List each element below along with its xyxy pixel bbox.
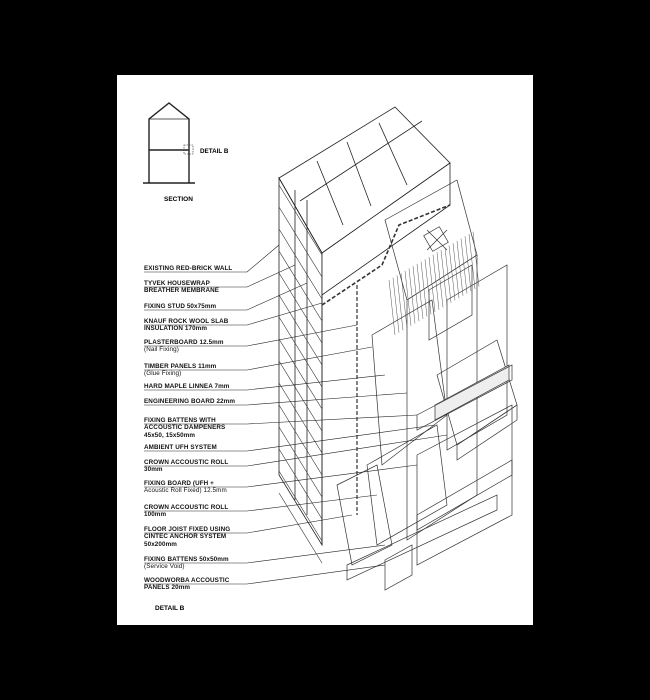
brick-course <box>278 294 323 366</box>
leader-lines <box>144 244 448 585</box>
wall-layers <box>321 179 518 591</box>
callout-label: PLASTERBOARD 12.5mm(Nail Fixing) <box>144 339 224 354</box>
leader-line <box>144 514 353 534</box>
callout-text: FIXING BATTENS WITH ACCOUSTIC DAMPENERS … <box>144 417 226 439</box>
brick-course <box>278 382 323 454</box>
leader-line <box>144 244 280 273</box>
hatch-line <box>388 279 396 336</box>
callout-label: FIXING BOARD (UFH +Acoustic Roll Fixed) … <box>144 480 227 495</box>
leader-line <box>144 494 378 512</box>
brick-course <box>278 404 323 476</box>
insulation-hatch <box>388 231 480 336</box>
brick-course <box>278 338 323 410</box>
callout-text: CROWN ACCOUSTIC ROLL 100mm <box>144 504 229 519</box>
detail-b-marker: DETAIL B <box>200 148 229 155</box>
leader-line <box>144 324 358 347</box>
callout-text: ENGINEERING BOARD 22mm <box>144 398 236 405</box>
leader-line <box>144 544 386 564</box>
callout-text: FLOOR JOIST FIXED USING CINTEC ANCHOR SY… <box>144 526 231 548</box>
leader-line <box>144 414 418 425</box>
brick-courses <box>278 184 323 564</box>
callout-label: KNAUF ROCK WOOL SLAB INSULATION 170mm <box>144 318 228 333</box>
hatch-line <box>452 243 460 299</box>
callout-label: FIXING BATTENS 50x50mm(Service Void) <box>144 556 229 571</box>
hatch-line <box>404 270 412 326</box>
callout-subtext: Acoustic Roll Fixed) 12.5mm <box>144 487 227 495</box>
callout-label: EXISTING RED-BRICK WALL <box>144 265 232 272</box>
hatch-line <box>440 250 448 306</box>
brick-course <box>278 492 323 564</box>
section-icon <box>143 102 195 184</box>
callout-text: KNAUF ROCK WOOL SLAB INSULATION 170mm <box>144 318 229 333</box>
brick-course <box>278 206 323 278</box>
hatch-line <box>392 277 400 333</box>
callout-text: TYVEK HOUSEWRAP BREATHER MEMBRANE <box>144 280 220 295</box>
leader-line <box>144 392 408 406</box>
hatch-line <box>428 256 436 313</box>
callout-text: HARD MAPLE LINNEA 7mm <box>144 383 230 390</box>
callout-label: FLOOR JOIST FIXED USING CINTEC ANCHOR SY… <box>144 526 230 548</box>
hatch-line <box>456 240 464 296</box>
leader-line <box>144 434 448 467</box>
hatch-line <box>424 259 432 315</box>
hatch-line <box>416 263 424 319</box>
callout-text: PLASTERBOARD 12.5mm <box>144 339 224 346</box>
brick-course <box>278 360 323 432</box>
hatch-line <box>444 247 452 303</box>
callout-label: TYVEK HOUSEWRAP BREATHER MEMBRANE <box>144 280 219 295</box>
callout-subtext: (Service Void) <box>144 563 185 571</box>
hatch-line <box>464 236 472 292</box>
hatch-line <box>432 254 440 310</box>
callout-label: ENGINEERING BOARD 22mm <box>144 398 235 405</box>
leader-line <box>144 464 418 488</box>
isometric-drawing <box>143 102 518 591</box>
hatch-line <box>400 273 408 329</box>
brick-course <box>278 272 323 344</box>
callout-label: AMBIENT UFH SYSTEM <box>144 444 217 451</box>
brick-course <box>278 426 323 498</box>
callout-text: WOODWORBA ACCOUSTIC PANELS 20mm <box>144 577 230 592</box>
leader-line <box>144 374 386 391</box>
callout-label: FIXING BATTENS WITH ACCOUSTIC DAMPENERS … <box>144 417 225 439</box>
callout-label: CROWN ACCOUSTIC ROLL 100mm <box>144 504 228 519</box>
callout-text: FIXING STUD 50x75mm <box>144 303 217 310</box>
leader-line <box>144 346 373 371</box>
leader-line <box>144 564 386 585</box>
leader-line <box>144 264 296 288</box>
callout-text: FIXING BATTENS 50x50mm <box>144 556 229 563</box>
callout-subtext: (Glue Fixing) <box>144 370 182 378</box>
hatch-line <box>420 261 428 317</box>
hatch-line <box>460 238 468 294</box>
section-title: SECTION <box>164 196 193 203</box>
brick-course <box>278 448 323 520</box>
hatch-line <box>468 233 476 290</box>
brick-course <box>278 184 323 256</box>
detail-title: DETAIL B <box>155 605 185 612</box>
callout-label: CROWN ACCOUSTIC ROLL 30mm <box>144 459 228 474</box>
callout-label: WOODWORBA ACCOUSTIC PANELS 20mm <box>144 577 229 592</box>
hatch-line <box>448 245 456 301</box>
brick-course <box>278 470 323 542</box>
callout-text: AMBIENT UFH SYSTEM <box>144 444 217 451</box>
hatch-line <box>412 266 420 322</box>
callout-label: HARD MAPLE LINNEA 7mm <box>144 383 229 390</box>
leader-line <box>144 282 308 311</box>
callout-text: FIXING BOARD (UFH + <box>144 480 214 487</box>
brick-course <box>278 316 323 388</box>
leader-line <box>144 302 323 326</box>
callout-text: TIMBER PANELS 11mm <box>144 363 217 370</box>
callout-label: FIXING STUD 50x75mm <box>144 303 216 310</box>
leader-line <box>144 424 436 452</box>
brick-course <box>278 228 323 300</box>
drawing-sheet: EXISTING RED-BRICK WALL TYVEK HOUSEWRAP B… <box>117 75 533 625</box>
hatch-line <box>436 252 444 308</box>
callout-subtext: (Nail Fixing) <box>144 346 179 354</box>
callout-label: TIMBER PANELS 11mm(Glue Fixing) <box>144 363 216 378</box>
hatch-line <box>472 231 480 287</box>
callout-text: CROWN ACCOUSTIC ROLL 30mm <box>144 459 229 474</box>
callout-text: EXISTING RED-BRICK WALL <box>144 265 233 272</box>
hatch-line <box>408 268 416 324</box>
hatch-line <box>396 275 404 331</box>
